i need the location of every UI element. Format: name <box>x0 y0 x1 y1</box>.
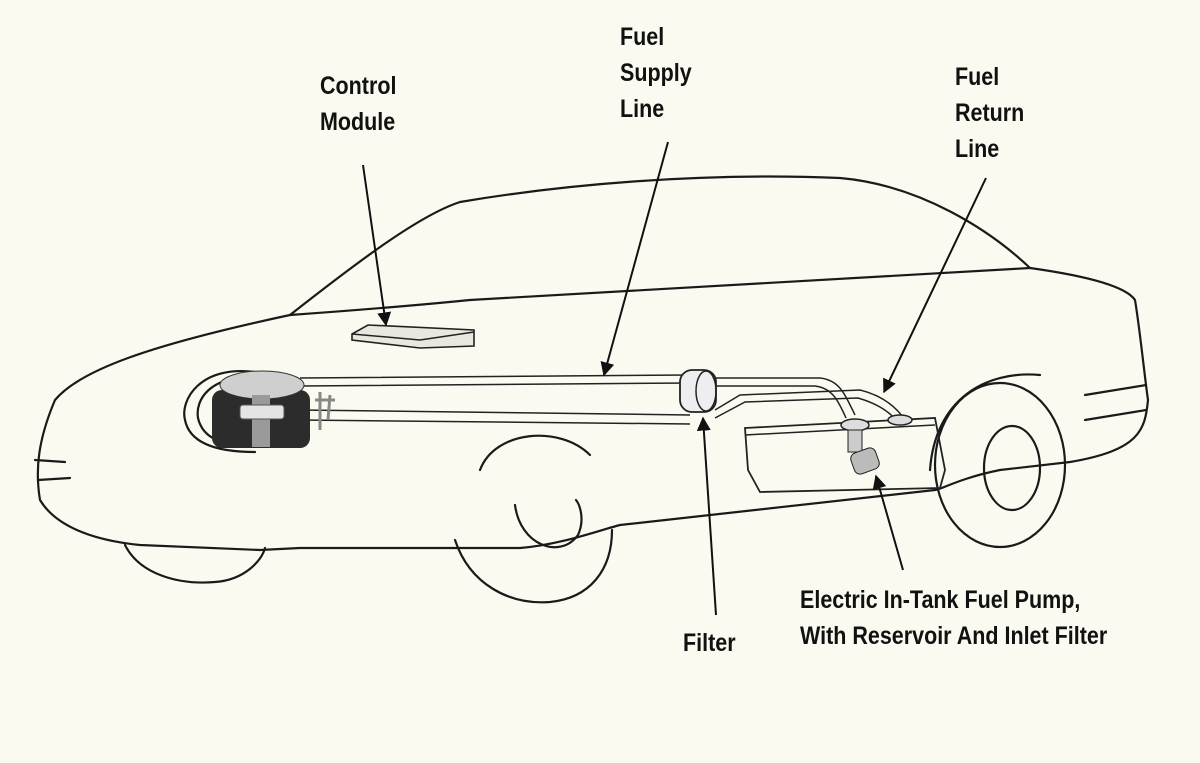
label-line: Line <box>955 135 1000 163</box>
label-line: Return <box>955 99 1025 127</box>
rear-wheel-far <box>928 373 1067 549</box>
fuel-tank <box>744 417 946 493</box>
label-line: Fuel <box>620 23 665 51</box>
pointer-arrows <box>362 141 987 616</box>
front-wheel <box>123 543 267 584</box>
filter-arrow <box>696 416 717 616</box>
inline-fuel-filter <box>679 369 717 413</box>
supply-line-arrow <box>600 141 669 377</box>
fuel-lines <box>299 374 906 425</box>
label-line: Module <box>320 108 396 136</box>
label-fuel-pump: Electric In-Tank Fuel Pump, With Reservo… <box>800 582 1107 654</box>
label-line: Electric In-Tank Fuel Pump, <box>800 586 1081 614</box>
label-line: Supply <box>620 59 692 87</box>
in-tank-fuel-pump <box>840 414 913 475</box>
control-module <box>351 324 475 349</box>
label-line: With Reservoir And Inlet Filter <box>800 622 1108 650</box>
fuel-pump-arrow <box>872 474 904 571</box>
rear-wheel-near <box>453 434 614 604</box>
label-control-module: Control Module <box>320 68 396 140</box>
label-line: Line <box>620 95 665 123</box>
label-line: Fuel <box>955 63 1000 91</box>
label-filter: Filter <box>683 629 736 657</box>
label-line: Control <box>320 72 397 100</box>
throttle-body-injection-unit <box>183 369 335 454</box>
label-fuel-supply-line: Fuel Supply Line <box>620 19 692 127</box>
car-body-outline <box>33 175 1150 552</box>
control-module-arrow <box>362 164 392 327</box>
label-fuel-return-line: Fuel Return Line <box>955 59 1024 167</box>
return-line-arrow <box>883 177 987 394</box>
